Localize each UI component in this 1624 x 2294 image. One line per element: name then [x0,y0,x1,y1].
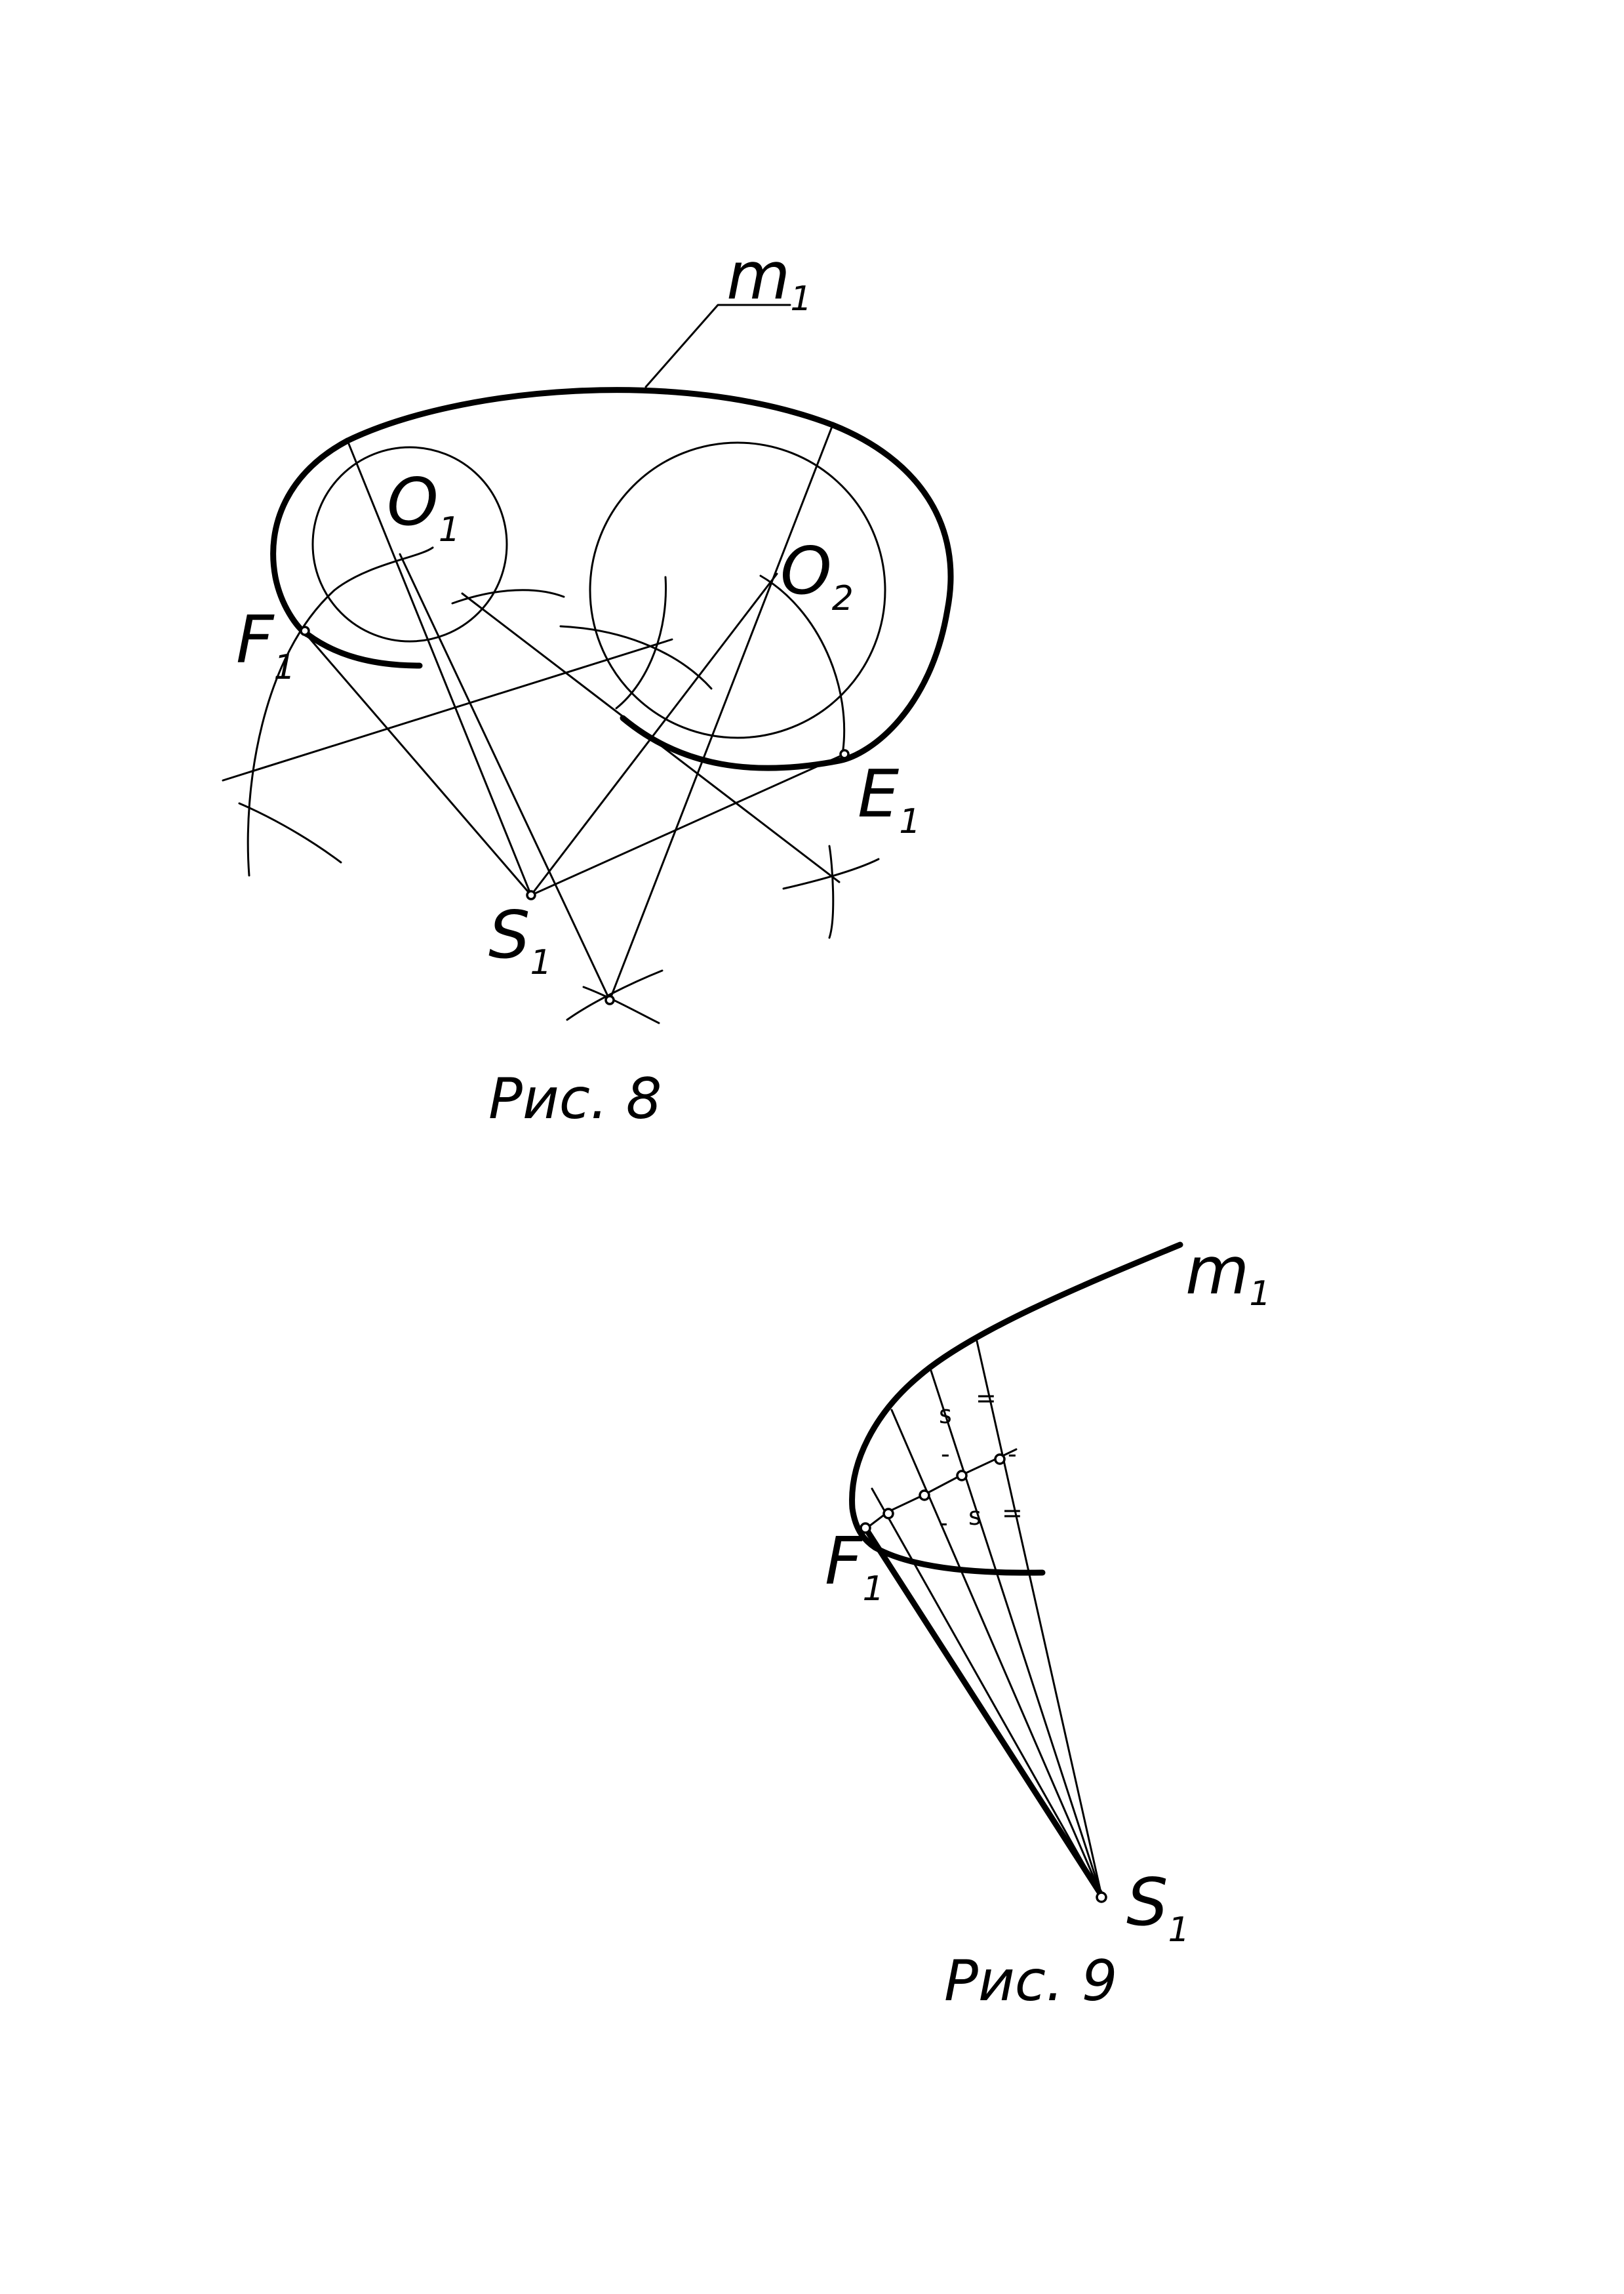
circle-o1 [311,446,508,643]
caption-fig-9: Рис. 9 [944,1948,1117,2014]
leader-m1 [644,304,791,388]
arc-bottom-center [566,969,663,1021]
label-f1-fig9: F1 [825,1523,884,1609]
arc-mid-right [559,625,713,690]
arc-bottom-center-2 [582,986,660,1024]
circle-o2 [589,441,886,739]
point-s1 [526,890,536,900]
label-e1: E1 [858,755,921,841]
point-s1-fig9 [1096,1891,1107,1903]
label-m1-fig9: m1 [1185,1232,1271,1314]
point-mid-2 [919,1489,930,1501]
line-f1-s1 [304,632,532,896]
point-mid-3 [956,1470,968,1481]
arc-mid-top [451,589,565,605]
tick-2: - [939,1508,948,1537]
ray-2 [890,1409,1103,1897]
tick-eq2: = [1002,1499,1023,1527]
caption-fig-8: Рис. 8 [488,1066,662,1132]
point-f1-fig9 [860,1522,871,1534]
figure-9: - s = - - s = m1 F1 S1 Рис. 9 [825,1232,1271,2014]
line-o1-bottom [399,553,611,1001]
curve-m1-left-arc [270,437,423,669]
line-o2-s1 [530,573,778,896]
label-f1: F1 [236,601,296,687]
figure-8: m1 O1 O2 F1 E1 S1 Рис. 8 [222,237,954,1132]
label-s1: S1 [488,896,552,982]
point-mid-4 [994,1453,1006,1465]
arc-o2-right [759,574,846,755]
arc-bottom-right [782,858,880,890]
ray-1 [871,1487,1103,1897]
tick-s1: s [939,1400,952,1429]
point-e1 [839,749,850,759]
point-f1 [300,626,310,636]
tick-eq1: = [976,1384,997,1413]
ray-3 [930,1369,1103,1897]
ray-4 [976,1340,1103,1897]
arc-bottom-right-vert [828,845,835,939]
tick-s2: s [968,1502,981,1531]
tick-1: - [941,1439,950,1468]
curve-m1-fig9 [849,1241,1183,1576]
line-o2-bottom [608,424,834,1001]
label-o1: O1 [387,464,460,550]
line-o1-s1 [346,439,532,896]
line-bisector-right [461,592,841,883]
line-f1-s1-bold [862,1525,1105,1899]
curve-m1 [344,387,954,771]
arc-left-small [238,802,342,864]
line-s1-e1 [530,753,846,896]
tick-o1: - [1008,1439,1017,1468]
point-bottom-intersection [604,995,615,1005]
point-mid-1 [882,1508,894,1519]
arc-left-large [247,546,434,877]
label-m1: m1 [726,237,812,319]
label-o2: O2 [780,533,854,618]
label-s1-fig9: S1 [1126,1864,1190,1950]
arc-o2-left [615,576,667,710]
line-bisector-left [222,638,673,782]
